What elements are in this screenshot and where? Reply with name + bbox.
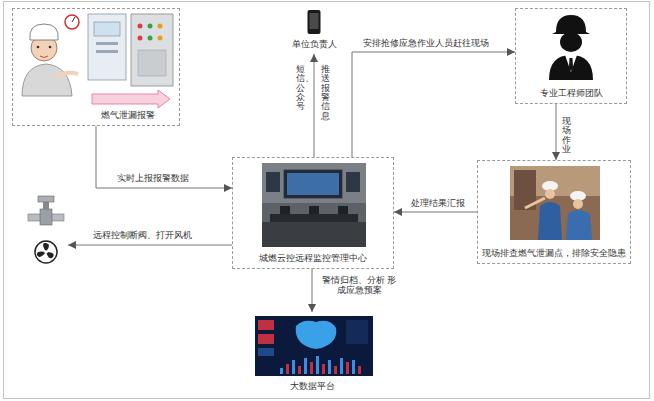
node-caption: 大数据平台: [290, 381, 335, 391]
valve-icon: [28, 196, 64, 225]
flow-arrow: [96, 126, 232, 188]
remote-control-line: [68, 245, 232, 246]
flow-arrow: [556, 104, 557, 160]
edge-label: 实时上报报警数据: [116, 173, 190, 183]
flow-arrow: [314, 54, 315, 157]
fan-icon: [35, 241, 57, 263]
node-caption: 现场排查燃气泄漏点，排除安全隐患: [482, 248, 626, 258]
phone-icon: [308, 10, 321, 34]
flow-arrow: [312, 269, 313, 312]
node-caption: 城燃云控远程监控管理中心: [259, 253, 367, 263]
field-work-photo: [510, 166, 600, 240]
engineer-box: 专业工程师团队: [515, 8, 627, 104]
control-room-photo: [262, 163, 366, 247]
node-caption: 单位负责人: [292, 39, 337, 49]
engineer-icon: [549, 15, 593, 80]
edge-label: 推送报警信息: [321, 64, 330, 122]
outer-frame: [4, 2, 650, 399]
edge-label: 现场作业: [562, 116, 571, 155]
annotation-label: 远程控制断阀、打开风机: [92, 230, 193, 240]
edge-label: 警情归档、分析 形成应急预案: [319, 275, 399, 295]
control-center-box: 城燃云控远程监控管理中心: [232, 157, 394, 269]
edge-label: 安排抢修应急作业人员赶往现场: [362, 38, 490, 48]
node-caption: 专业工程师团队: [540, 88, 603, 98]
flow-arrow: [352, 52, 515, 157]
flow-arrow: [394, 212, 477, 213]
big-data-node: 大数据平台: [248, 312, 376, 396]
annotation-label: 短信、公众号: [296, 64, 305, 113]
field-work-box: 现场排查燃气泄漏点，排除安全隐患: [477, 160, 631, 264]
gas-alarm-illustration: [22, 14, 173, 108]
big-data-dashboard: [255, 316, 373, 376]
alarm-box: 燃气泄漏报警: [12, 8, 180, 126]
edge-label: 处理结果汇报: [410, 198, 466, 208]
phone-node: 单位负责人: [283, 8, 345, 54]
node-caption: 燃气泄漏报警: [101, 110, 155, 120]
